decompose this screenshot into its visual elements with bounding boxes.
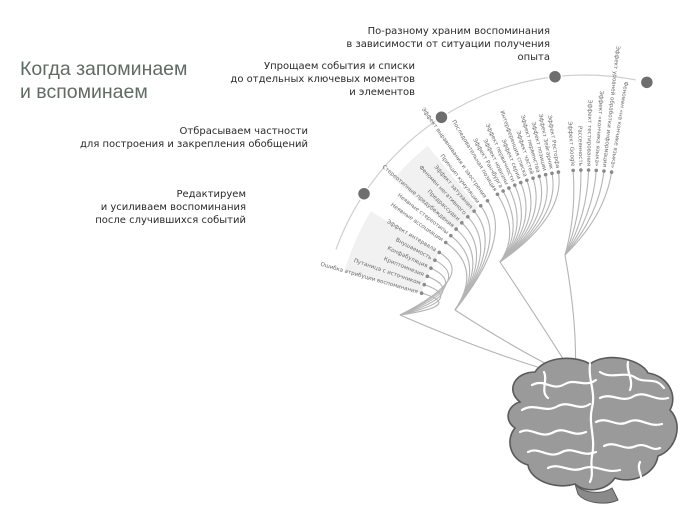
stage-label-edit-line: после случившихся событий [95, 215, 246, 226]
effect-dot [501, 189, 505, 193]
effect-label: Эффект «кончика языка» [593, 91, 604, 167]
effect-branch [399, 275, 444, 316]
effect-branch [454, 216, 482, 311]
effect-dot [422, 282, 427, 287]
group-shade [344, 211, 440, 294]
page-title: Когда запоминаем и вспоминаем [20, 58, 187, 104]
effect-dot [602, 169, 606, 173]
stage-dot-simplify [547, 69, 563, 84]
effect-branch [564, 170, 582, 256]
effect-dot [594, 168, 599, 173]
effect-dot [460, 221, 464, 225]
stage-dot-edit [356, 186, 372, 201]
effect-branch [564, 170, 590, 256]
page-title-line-2: и вспоминаем [20, 81, 148, 103]
effect-dot [454, 227, 458, 231]
effect-dot [495, 192, 500, 197]
effect-dot [586, 168, 591, 172]
effect-branch [564, 170, 575, 256]
stage-label-context-line: в зависимости от ситуации получения [346, 39, 550, 50]
effect-dot [507, 186, 511, 190]
effect-branch [564, 170, 605, 256]
effect-dot [448, 233, 453, 238]
effect-branch [499, 177, 537, 263]
stage-label-edit-line: Редактируем [176, 189, 246, 200]
effect-dot [531, 176, 535, 180]
brain-icon [507, 356, 678, 504]
effect-branch [399, 284, 442, 316]
stage-label-context-line: По-разному храним воспоминания [367, 26, 550, 37]
stage-label-edit: Редактируем и усиливаем воспоминания пос… [95, 188, 246, 227]
effect-branch [564, 172, 613, 256]
effect-dot [443, 240, 448, 245]
page-title-line-1: Когда запоминаем [20, 58, 188, 80]
effect-dot [478, 203, 483, 208]
effect-dot [419, 291, 424, 295]
effect-dot [485, 198, 490, 203]
effect-dot [429, 266, 433, 270]
stage-label-simplify-line: и элементов [349, 87, 415, 98]
effect-label: Рассеянность [576, 126, 583, 166]
effect-dot [609, 170, 614, 174]
effect-dot [579, 168, 583, 172]
stage-dot-generalize [434, 109, 449, 125]
effect-dot [512, 183, 517, 187]
stage-label-simplify: Упрощаем события и списки до отдельных к… [230, 60, 415, 99]
effect-branch [499, 172, 560, 263]
stage-label-simplify-line: до отдельных ключевых моментов [230, 74, 415, 85]
stage-arc [335, 74, 636, 250]
effect-branch [454, 200, 496, 311]
effect-dot [518, 180, 523, 185]
effect-dot [543, 172, 548, 177]
stage-label-context: По-разному храним воспоминания в зависим… [346, 25, 550, 64]
effect-dot [571, 168, 575, 173]
effect-branch [399, 267, 447, 316]
effect-branch [399, 251, 453, 316]
effect-dot [466, 215, 470, 219]
effect-dot [556, 170, 561, 174]
stage-label-generalize-line: Отбрасываем частности [179, 126, 308, 137]
stage-label-simplify-line: Упрощаем события и списки [264, 61, 415, 72]
stage-label-generalize-line: для построения и закрепления обобщений [80, 139, 308, 150]
effect-branch [454, 210, 486, 311]
effect-branch [399, 292, 440, 316]
stage-label-context-line: опыта [517, 52, 550, 63]
effect-dot [472, 209, 476, 213]
effect-dot [437, 250, 442, 255]
effect-dot [425, 274, 430, 279]
section-shading [344, 145, 479, 294]
stage-label-generalize: Отбрасываем частности для построения и з… [80, 125, 308, 151]
effect-dot [537, 174, 542, 179]
stage-dot-context [639, 75, 655, 90]
group-shade [393, 145, 479, 231]
stage-markers [356, 69, 655, 201]
effect-dot [550, 171, 554, 176]
branch-lines [399, 168, 614, 379]
effect-dot [525, 178, 529, 183]
effect-label: Эффект Google [566, 121, 575, 167]
stage-label-edit-line: и усиливаем воспоминания [100, 202, 246, 213]
effect-label: Эффект тестирования [585, 100, 592, 166]
effect-dot [433, 258, 437, 262]
effect-branch [564, 170, 597, 256]
